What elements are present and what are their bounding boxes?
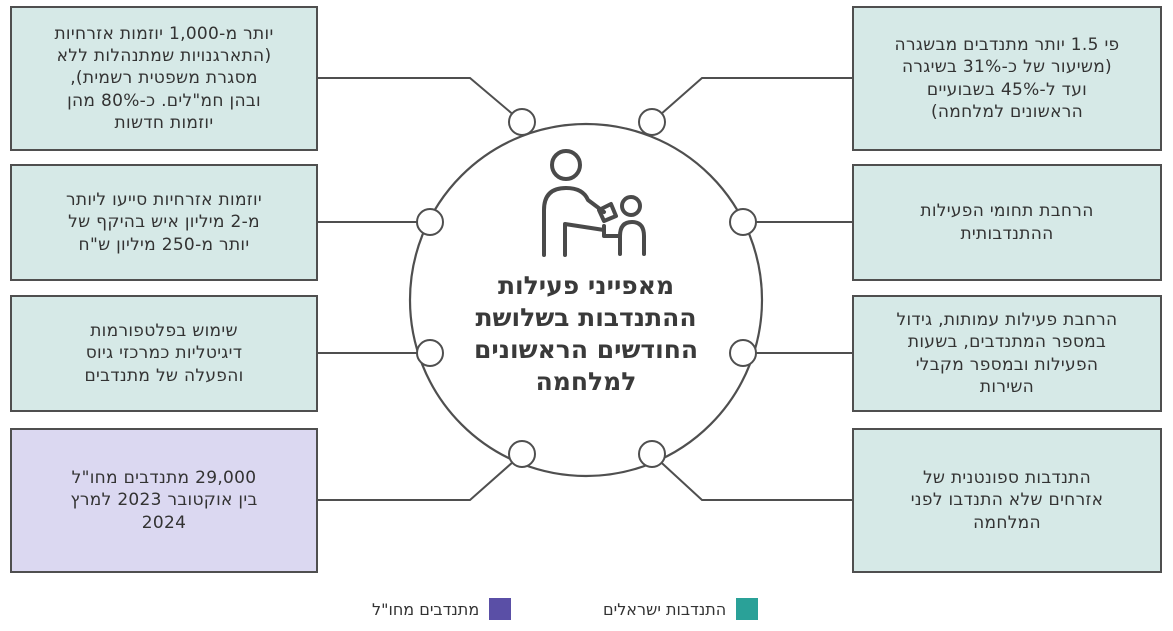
connectors xyxy=(318,77,852,501)
fact-box-civic-initiatives: יותר מ-1,000 יוזמות אזרחיות (התארגנויות … xyxy=(10,6,318,151)
legend-item-israeli: התנדבות ישראלים xyxy=(603,598,759,620)
connector-node-left-1 xyxy=(416,208,444,236)
connector-node-right-3 xyxy=(638,440,666,468)
fact-box-nonprofit-growth: הרחבת פעילות עמותות, גידול במספר המתנדבי… xyxy=(852,295,1162,412)
connector-node-right-2 xyxy=(729,339,757,367)
fact-box-activity-expansion: הרחבת תחומי הפעילות ההתנדבותית xyxy=(852,164,1162,281)
center-circle xyxy=(408,122,764,478)
legend: התנדבות ישראלים מתנדבים מחו"ל xyxy=(0,598,1173,622)
legend-item-abroad: מתנדבים מחו"ל xyxy=(372,598,512,620)
connector-node-left-0 xyxy=(508,108,536,136)
fact-box-digital-platforms: שימוש בפלטפורמות דיגיטליות כמרכזי גיוס ו… xyxy=(10,295,318,412)
connector-line-right-0 xyxy=(651,77,852,123)
fact-box-initiatives-impact: יוזמות אזרחיות סייעו ליותר מ-2 מיליון אי… xyxy=(10,164,318,281)
legend-swatch-israeli xyxy=(736,598,759,620)
connector-node-left-2 xyxy=(416,339,444,367)
connector-node-left-3 xyxy=(508,440,536,468)
legend-swatch-abroad xyxy=(489,598,512,620)
connector-line-left-3 xyxy=(318,453,523,501)
connector-line-right-3 xyxy=(651,453,852,501)
connector-node-right-0 xyxy=(638,108,666,136)
center-title: מאפייני פעילות ההתנדבות בשלושת החודשים ה… xyxy=(473,271,699,396)
fact-box-volunteer-rate-increase: פי 1.5 יותר מתנדבים מבשגרה (משיעור של כ-… xyxy=(852,6,1162,151)
legend-label-abroad: מתנדבים מחו"ל xyxy=(372,599,480,619)
fact-box-spontaneous-volunteering: התנדבות ספונטנית של אזרחים שלא התנדבו לפ… xyxy=(852,428,1162,573)
fact-box-volunteers-from-abroad: 29,000 מתנדבים מחו"ל בין אוקטובר 2023 למ… xyxy=(10,428,318,573)
adult-helping-child-icon xyxy=(542,149,646,257)
connector-node-right-1 xyxy=(729,208,757,236)
connector-line-left-0 xyxy=(318,77,523,123)
legend-label-israeli: התנדבות ישראלים xyxy=(603,599,727,619)
